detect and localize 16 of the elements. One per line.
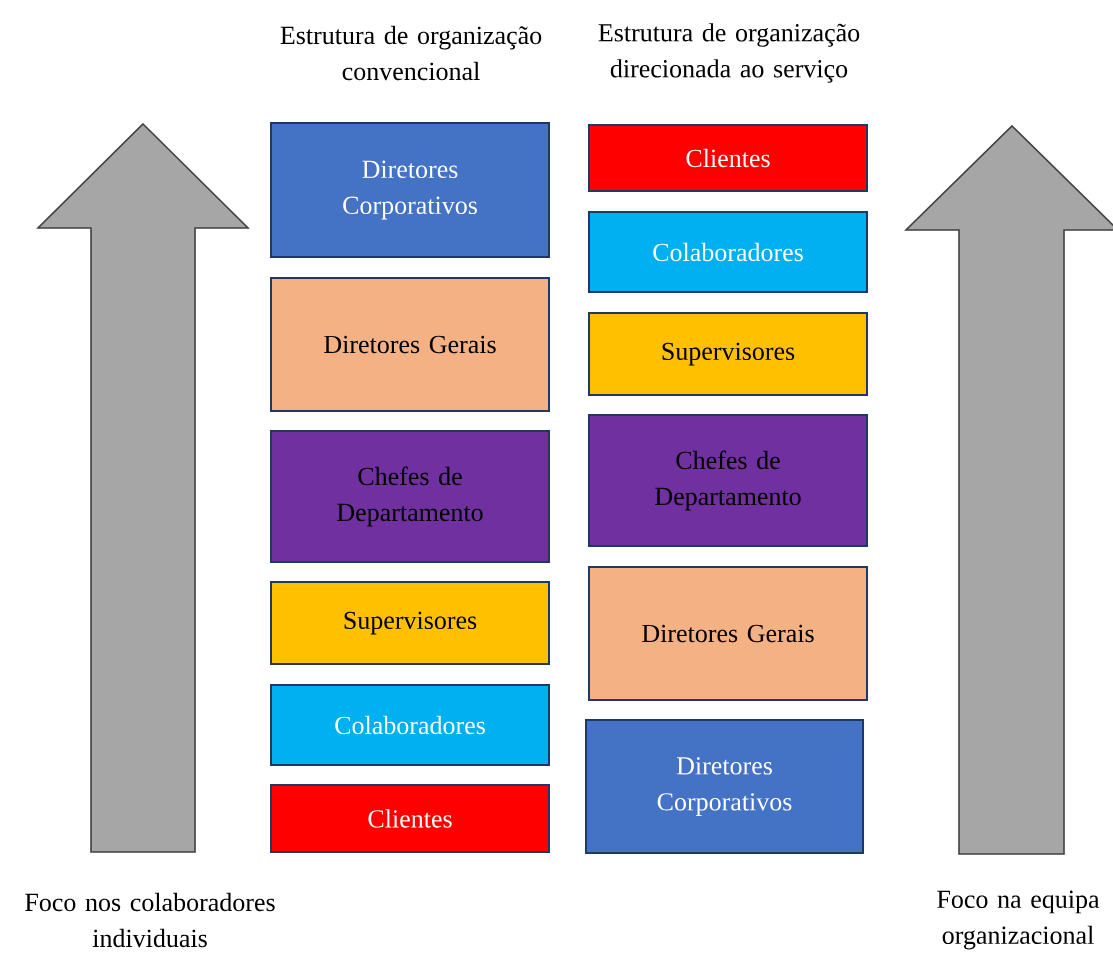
level-box: Clientes — [270, 784, 550, 853]
level-box: Colaboradores — [270, 684, 550, 766]
level-box: Colaboradores — [588, 211, 868, 293]
level-box: Supervisores — [588, 312, 868, 396]
level-box: Diretores Corporativos — [585, 719, 864, 854]
level-box: Diretores Gerais — [270, 277, 550, 412]
level-box: Diretores Gerais — [588, 566, 868, 701]
arrow-caption: Foco na equipa organizacional — [937, 890, 1100, 950]
level-box: Clientes — [588, 124, 868, 192]
level-box: Chefes de Departamento — [588, 414, 868, 547]
level-box: Chefes de Departamento — [270, 430, 550, 563]
arrow-caption: Foco nos colaboradores individuais — [25, 892, 275, 948]
level-box: Diretores Corporativos — [270, 122, 550, 258]
column-heading: Estrutura de organização convencional — [280, 25, 542, 81]
column-heading: Estrutura de organização direcionada ao serviço — [598, 23, 860, 83]
level-box: Supervisores — [270, 581, 550, 665]
